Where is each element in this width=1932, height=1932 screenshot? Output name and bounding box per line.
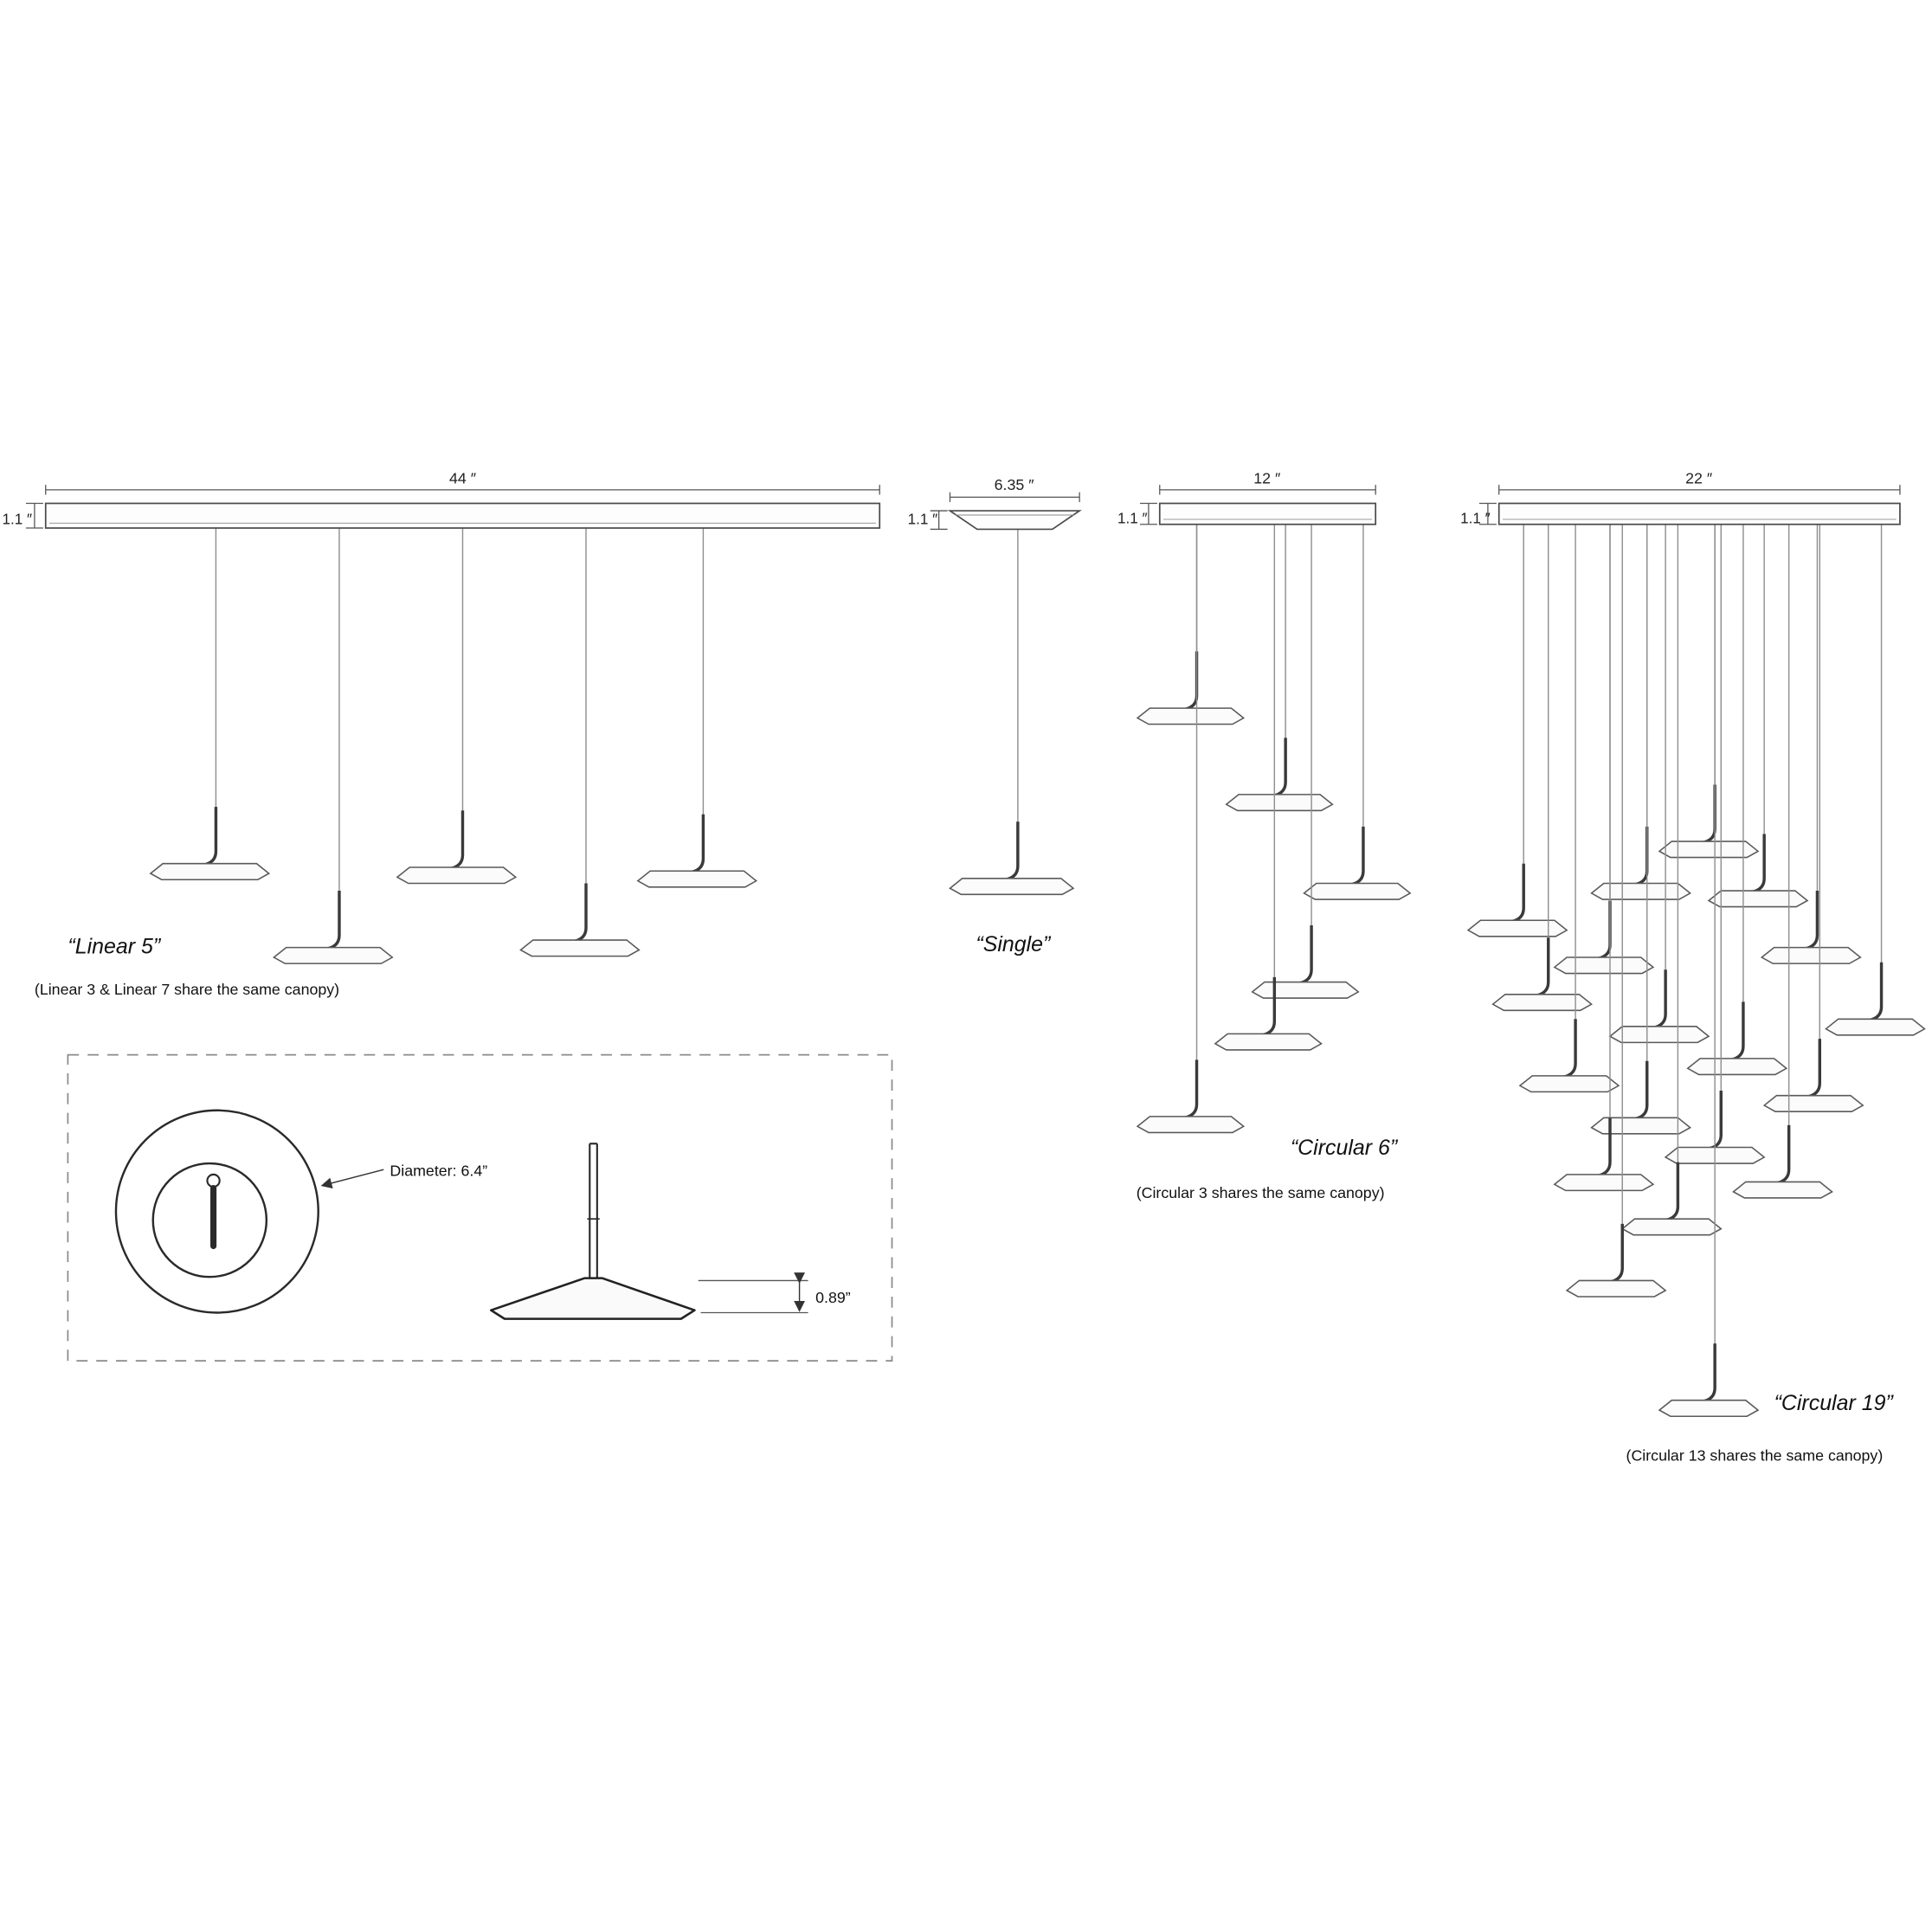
pendant-stem xyxy=(1730,1001,1745,1061)
pendant-shade xyxy=(1658,1399,1760,1418)
detail-dashed-border xyxy=(67,1053,893,1362)
pendant-shade xyxy=(1565,1279,1667,1298)
pendant-stem xyxy=(326,891,341,950)
pendant-shade xyxy=(1518,1075,1620,1093)
single-canopy-height-dimension: 1.1 ″ xyxy=(908,512,938,528)
circular19-drawing xyxy=(1466,485,1926,1418)
pendant-shade xyxy=(1136,1116,1246,1134)
pendant-shade xyxy=(396,866,518,885)
linear5-title: “Linear 5” xyxy=(68,935,161,959)
pendant-stem xyxy=(1298,924,1313,985)
pendant-shade xyxy=(1553,1174,1655,1192)
pendant-shade xyxy=(273,946,394,964)
pendant-shade xyxy=(1553,956,1655,975)
pendant-stem xyxy=(1806,1039,1822,1098)
diameter-leader-line xyxy=(320,1169,384,1189)
linear5-drawing xyxy=(25,485,881,964)
top-view-inner-circle xyxy=(151,1162,268,1278)
circular6-width-dimension: 12 ″ xyxy=(1253,470,1280,487)
circular6-drawing xyxy=(1136,485,1412,1134)
pendant-shade xyxy=(1590,882,1692,900)
pendant-stem xyxy=(1609,1223,1624,1284)
circular19-width-dimension: 22 ″ xyxy=(1685,470,1712,487)
linear5-width-dimension: 44 ″ xyxy=(449,470,476,487)
pendant-shade xyxy=(1136,707,1246,725)
pendant-stem xyxy=(449,810,465,871)
circular6-title: “Circular 6” xyxy=(1291,1136,1399,1160)
linear5-group: 44 ″ 1.1 ″ “Linear 5” (Linear 3 & Linear… xyxy=(2,470,881,998)
pendant-stem xyxy=(1652,969,1667,1029)
pendant-stem xyxy=(1350,826,1365,886)
single-width-dimension: 6.35 ″ xyxy=(995,476,1034,493)
pendant-stem xyxy=(1183,651,1199,712)
pendant-shade xyxy=(1686,1058,1788,1076)
pendant-stem xyxy=(1510,863,1525,924)
canopy xyxy=(947,510,1082,531)
circular19-canopy-height-dimension: 1.1 ″ xyxy=(1460,510,1491,526)
single-group: 6.35 ″ 1.1 ″ “Single” xyxy=(908,476,1082,956)
pendant-stem xyxy=(1702,784,1716,845)
side-view-shade xyxy=(489,1277,696,1320)
pendant-stem xyxy=(1665,1162,1680,1222)
linear5-subtitle: (Linear 3 & Linear 7 share the same cano… xyxy=(35,981,339,998)
single-drawing xyxy=(930,492,1082,896)
pendant-stem xyxy=(690,814,705,874)
top-view-outer-circle xyxy=(114,1109,319,1314)
canopy xyxy=(1497,502,1901,525)
circular19-group: 22 ″ 1.1 ″ “Circular 19” (Circular 13 sh… xyxy=(1460,470,1926,1465)
circular6-subtitle: (Circular 3 shares the same canopy) xyxy=(1137,1184,1385,1201)
pendant-shade xyxy=(636,870,758,888)
canopy xyxy=(44,502,881,529)
pendant-shade xyxy=(1491,993,1594,1012)
circular19-subtitle: (Circular 13 shares the same canopy) xyxy=(1626,1447,1884,1465)
pendant-stem xyxy=(1702,1343,1716,1403)
diameter-label: Diameter: 6.4” xyxy=(390,1162,487,1179)
pendant-shade xyxy=(949,878,1075,896)
canopy xyxy=(1158,502,1377,525)
pendant-stem xyxy=(1751,834,1766,894)
pendant-stem xyxy=(1562,1019,1577,1079)
pendant-shade xyxy=(1620,1218,1723,1236)
pendant-shade xyxy=(1466,919,1568,937)
thickness-label: 0.89” xyxy=(815,1289,851,1306)
single-title: “Single” xyxy=(976,932,1052,956)
pendant-stem xyxy=(1634,826,1649,886)
pendant-shade xyxy=(1251,981,1360,999)
pendant-shade xyxy=(1225,794,1334,812)
pendant-stem xyxy=(203,807,218,866)
pendant-shade xyxy=(1732,1181,1833,1199)
pendant-stem xyxy=(1597,900,1612,961)
pendant-shade xyxy=(1760,946,1862,964)
pendant-shade xyxy=(519,939,641,957)
pendant-shade xyxy=(1707,890,1809,908)
detail-box-group: Diameter: 6.4” 0.89” xyxy=(67,1053,893,1362)
pendant-shade xyxy=(1825,1018,1926,1036)
pendant-stem xyxy=(1776,1124,1791,1185)
pendant-stem xyxy=(1868,962,1884,1022)
linear5-canopy-height-dimension: 1.1 ″ xyxy=(2,512,32,528)
pendant-shade xyxy=(1214,1033,1323,1051)
pendant-shade xyxy=(1658,840,1760,859)
pendant-stem xyxy=(1005,821,1020,881)
pendant-shade xyxy=(1303,882,1412,900)
circular6-canopy-height-dimension: 1.1 ″ xyxy=(1117,510,1148,526)
circular6-group: 12 ″ 1.1 ″ “Circular 6” (Circular 3 shar… xyxy=(1117,470,1412,1201)
pendant-stem xyxy=(1634,1060,1649,1121)
circular19-title: “Circular 19” xyxy=(1774,1391,1895,1415)
pendant-stem xyxy=(573,883,588,943)
pendant-shade xyxy=(149,862,271,881)
pendant-shade xyxy=(1762,1094,1864,1112)
pendant-stem xyxy=(1536,937,1550,997)
pendant-stem xyxy=(1183,1059,1199,1119)
pendant-shade xyxy=(1608,1026,1710,1044)
pendant-shade xyxy=(1590,1117,1692,1135)
